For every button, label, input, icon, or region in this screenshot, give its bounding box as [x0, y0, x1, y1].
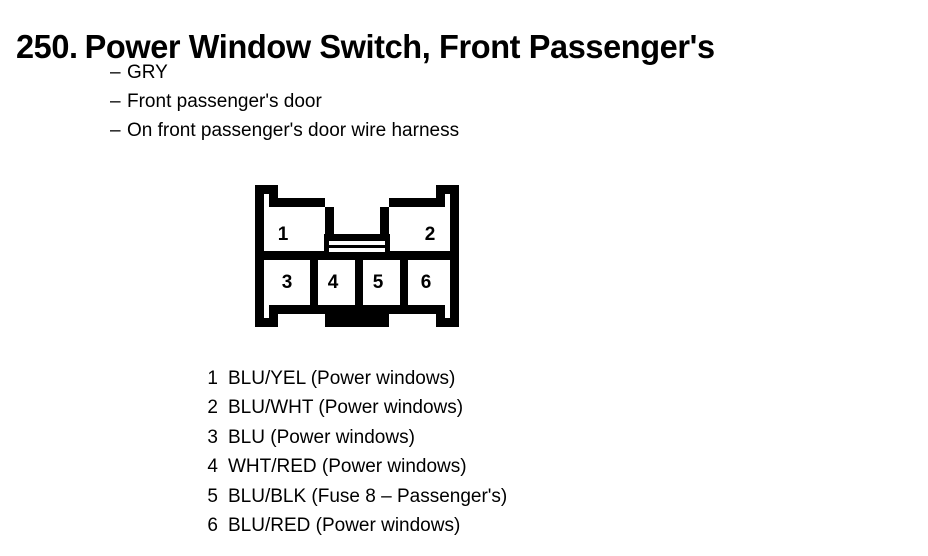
pin-legend-number: 2 — [207, 397, 218, 419]
cell-divider-4-5 — [355, 256, 363, 306]
pin-legend-wire: BLU (Power windows) — [228, 426, 415, 448]
dash-bullet-icon: – — [110, 62, 121, 83]
pin-cavity-2: 2 — [425, 224, 436, 245]
page-title: 250.Power Window Switch, Front Passenger… — [16, 28, 715, 66]
latch-tab-slot-lower — [329, 248, 385, 252]
pin-legend-row: 5 BLU/BLK (Fuse 8 – Passenger's) — [200, 482, 507, 511]
pin-cavity-1: 1 — [278, 224, 289, 245]
page-title-number: 250. — [16, 28, 78, 66]
page-title-label: Power Window Switch, Front Passenger's — [84, 28, 715, 66]
descriptor-text: On front passenger's door wire harness — [127, 120, 460, 141]
descriptor-text: GRY — [127, 62, 168, 83]
descriptor-item: – On front passenger's door wire harness — [110, 116, 459, 145]
descriptor-text: Front passenger's door — [127, 91, 322, 112]
pin-legend-number: 5 — [207, 485, 218, 507]
descriptor-list: – GRY – Front passenger's door – On fron… — [110, 58, 459, 145]
pin-legend-number: 6 — [207, 515, 218, 537]
dash-bullet-icon: – — [110, 91, 121, 112]
pin-cavity-4: 4 — [328, 272, 339, 293]
pin-legend-number: 4 — [207, 456, 218, 478]
pin-legend-wire: BLU/RED (Power windows) — [228, 515, 461, 537]
cell-divider-5-6 — [400, 256, 408, 306]
connector-outline-svg: 1 2 3 4 5 6 — [255, 185, 459, 327]
pin-legend-wire: BLU/YEL (Power windows) — [228, 368, 456, 389]
dash-bullet-icon: – — [110, 120, 121, 141]
pin-cavity-5: 5 — [373, 272, 384, 293]
pin-legend-number: 3 — [207, 426, 218, 448]
latch-tab-slot-upper — [329, 241, 385, 245]
pin-legend-row: 2 BLU/WHT (Power windows) — [200, 393, 507, 422]
pin-legend-row: 6 BLU/RED (Power windows) — [200, 511, 507, 540]
pin-cavity-6: 6 — [421, 272, 432, 293]
pin-legend-wire: BLU/WHT (Power windows) — [228, 397, 464, 419]
descriptor-item: – Front passenger's door — [110, 87, 459, 116]
pin-legend-list: 1 BLU/YEL (Power windows) 2 BLU/WHT (Pow… — [200, 364, 507, 540]
pin-legend-row: 3 BLU (Power windows) — [200, 423, 507, 452]
pin-cavity-3: 3 — [282, 272, 293, 293]
pin-legend-row: 4 WHT/RED (Power windows) — [200, 452, 507, 481]
pin-legend-row: 1 BLU/YEL (Power windows) — [200, 364, 507, 393]
pin-legend-number: 1 — [207, 368, 218, 389]
cell-divider-3-4 — [310, 256, 318, 306]
descriptor-item: – GRY — [110, 58, 459, 87]
connector-diagram: 1 2 3 4 5 6 — [250, 182, 464, 330]
pin-legend-wire: BLU/BLK (Fuse 8 – Passenger's) — [228, 485, 508, 507]
pin-legend-wire: WHT/RED (Power windows) — [228, 456, 467, 478]
